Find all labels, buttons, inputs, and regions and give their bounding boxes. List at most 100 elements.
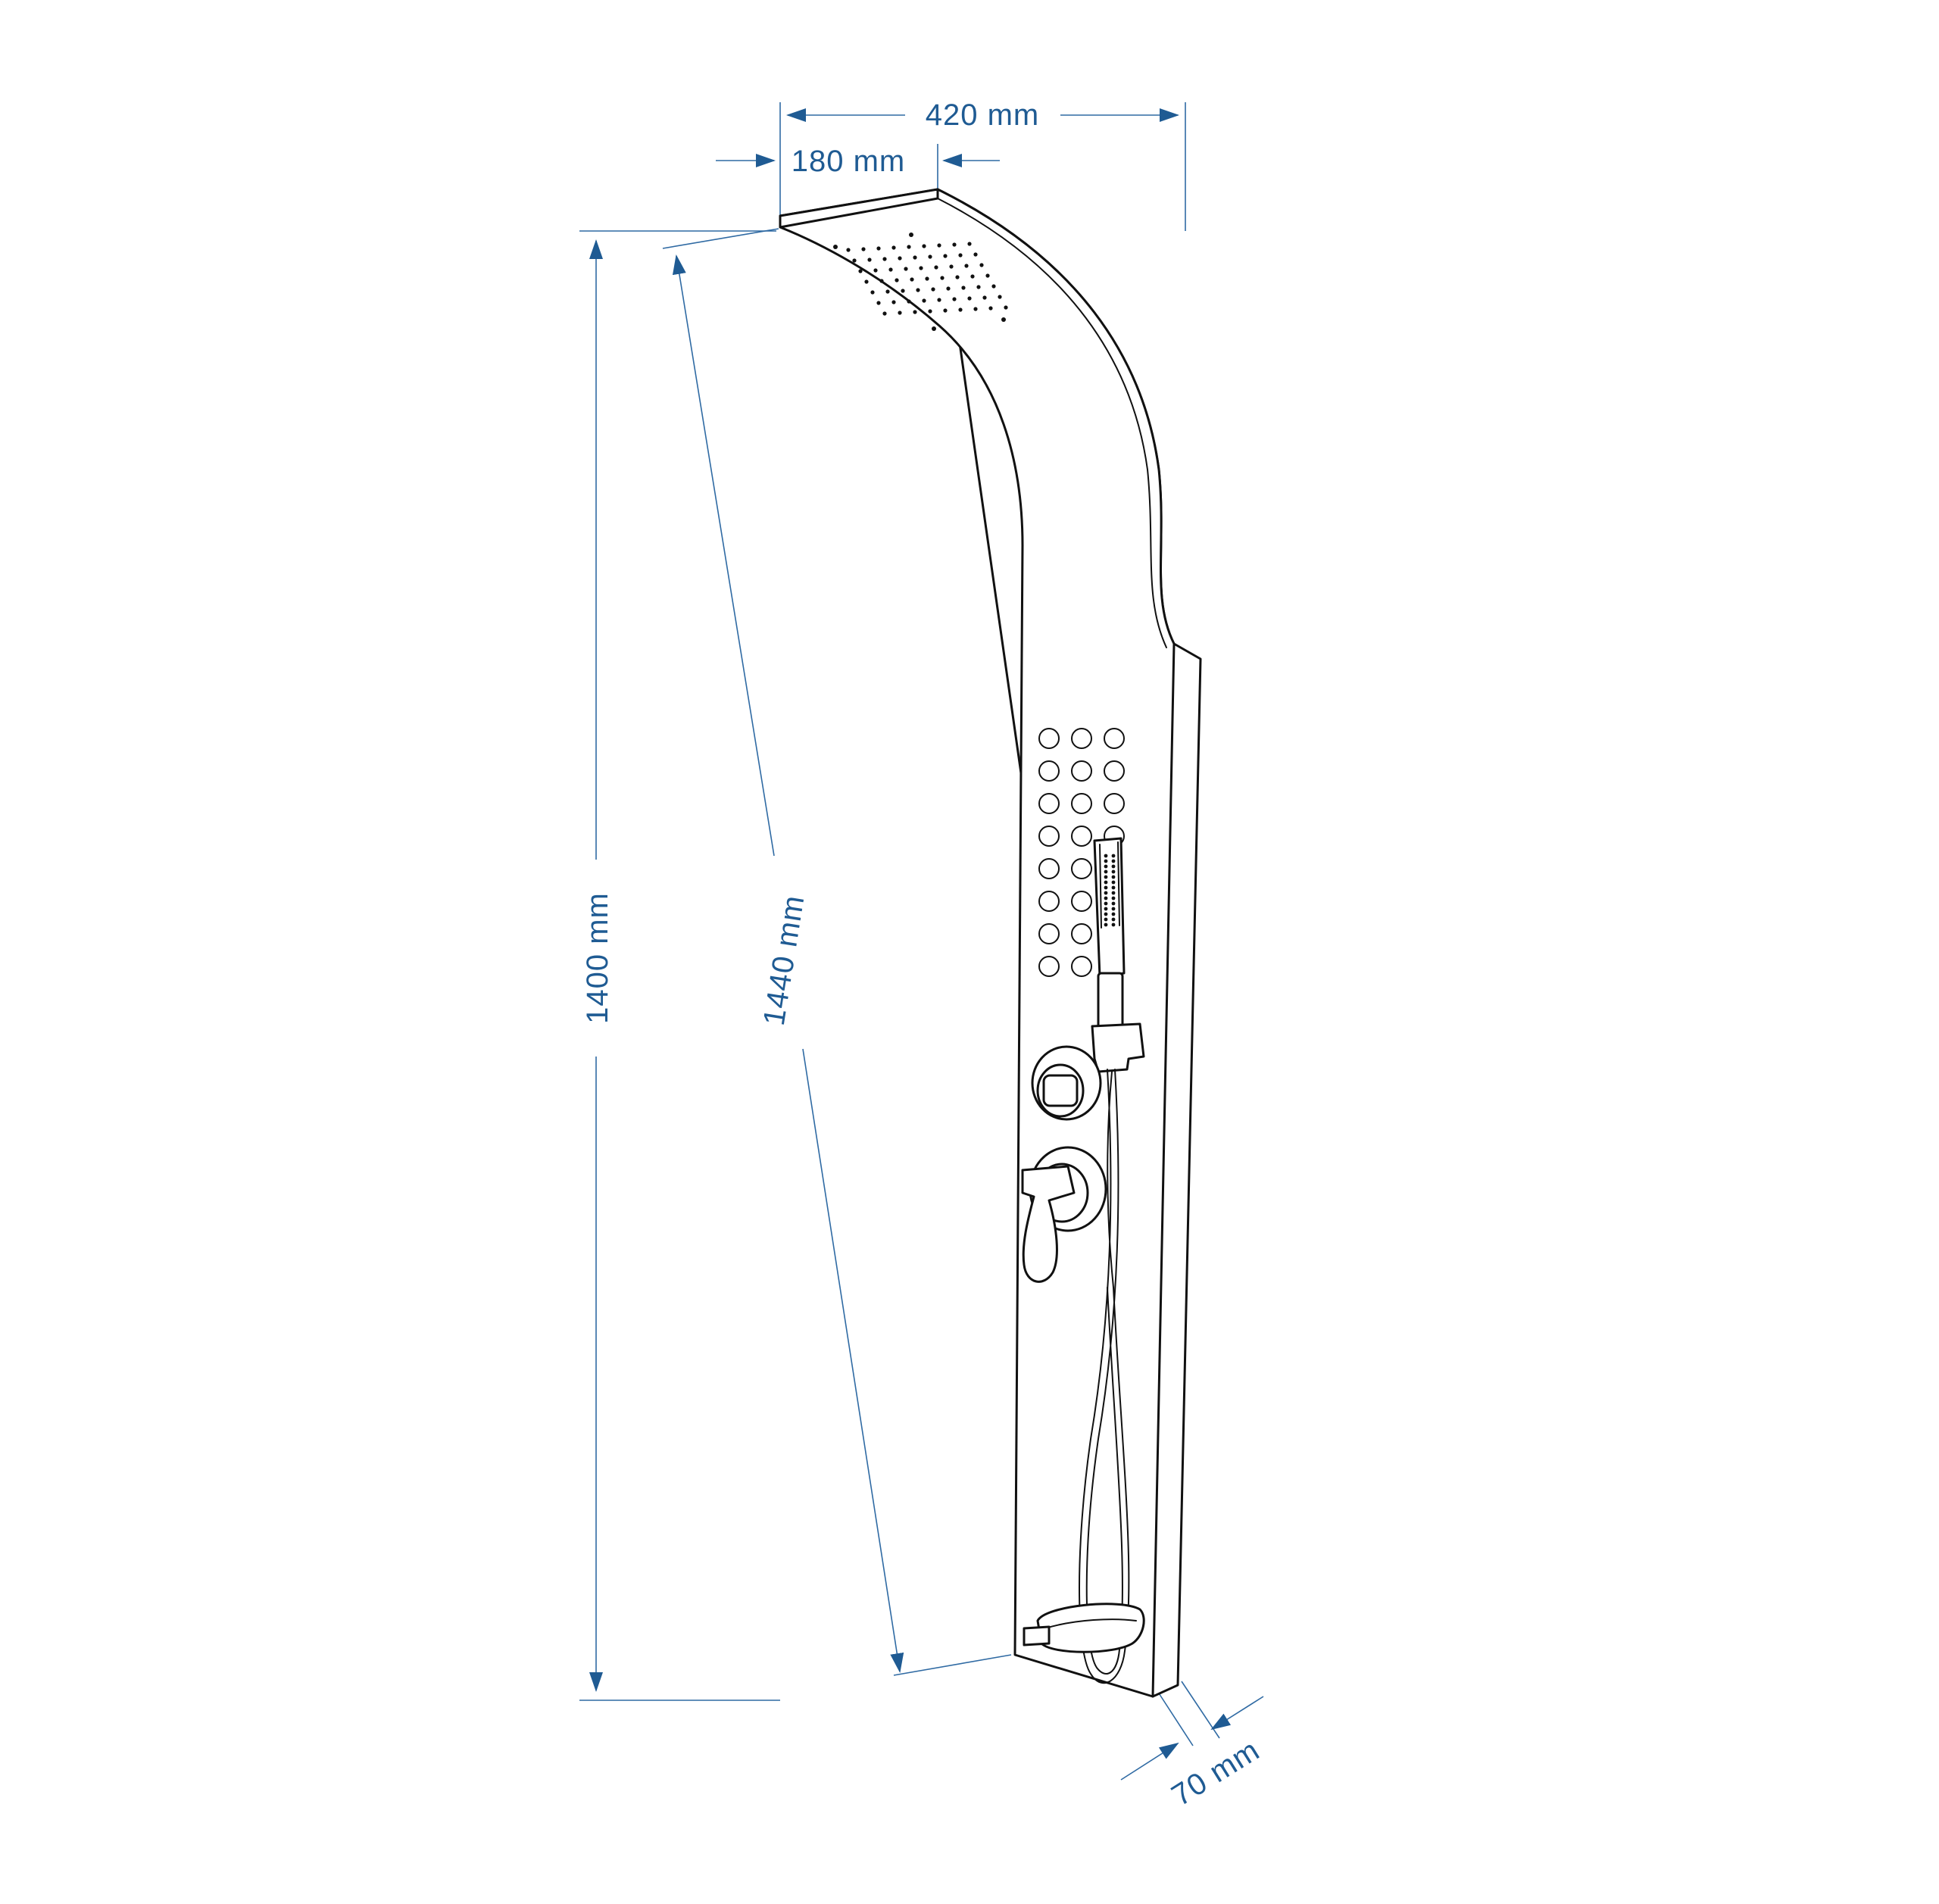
- rain-head-nozzle: [982, 295, 987, 300]
- hand-shower-hole: [1104, 864, 1108, 869]
- rain-head-nozzle: [973, 252, 978, 257]
- rain-head-nozzle: [928, 254, 932, 259]
- hand-shower-hole: [1104, 869, 1108, 874]
- rain-head-nozzle: [898, 256, 902, 261]
- rain-head-nozzle: [882, 311, 887, 316]
- rain-head-nozzle: [913, 310, 917, 314]
- hand-shower-hole: [1104, 859, 1108, 863]
- body-jet: [1104, 728, 1125, 749]
- rain-head-nozzle: [916, 288, 920, 292]
- hand-shower-hole: [1111, 912, 1116, 916]
- hand-shower-hole: [1111, 885, 1116, 890]
- rain-head-nozzle: [949, 264, 954, 269]
- rain-head-nozzle: [973, 307, 978, 311]
- panel-front-face: [779, 188, 1176, 1698]
- dimension-depth-label: 70 mm: [1166, 1734, 1265, 1813]
- hand-shower: [1091, 837, 1145, 1073]
- dimension-180-group: 180 mm: [716, 144, 1000, 189]
- rain-head-nozzle: [943, 308, 948, 313]
- rain-head-nozzle: [870, 290, 875, 295]
- rain-head-nozzle: [976, 285, 981, 289]
- hand-shower-hole: [1104, 922, 1108, 927]
- dimension-1440-group: 1440 mm: [662, 228, 1012, 1676]
- body-jet: [1071, 891, 1092, 912]
- rain-head-nozzle: [943, 254, 948, 258]
- body-jet: [1038, 858, 1060, 879]
- hand-shower-hole: [1111, 901, 1116, 906]
- body-jet: [1038, 956, 1060, 977]
- body-jet: [1104, 793, 1125, 814]
- mixer-lever: [1021, 1146, 1107, 1283]
- hand-shower-hole: [1104, 891, 1108, 895]
- hand-shower-hole: [1111, 891, 1116, 895]
- rain-head-nozzle: [925, 276, 929, 281]
- rain-head-nozzle: [904, 267, 908, 271]
- rain-head-nozzle: [895, 278, 899, 282]
- rain-head-nozzle: [907, 299, 911, 304]
- rain-head-nozzle: [970, 274, 975, 279]
- rain-head-nozzle: [952, 242, 957, 247]
- rain-head-nozzle: [946, 286, 951, 291]
- rain-head-nozzle: [873, 268, 878, 273]
- rain-head-nozzle: [952, 297, 957, 301]
- dimension-height-label: 1400 mm: [581, 892, 614, 1024]
- rain-head-nozzle: [891, 300, 896, 304]
- body-jet: [1071, 858, 1092, 879]
- rain-head-nozzle: [910, 277, 914, 282]
- hand-shower-hole: [1104, 885, 1108, 890]
- body-jet: [1071, 923, 1092, 944]
- rain-head-nozzle: [955, 275, 960, 279]
- body-jet: [1038, 826, 1060, 847]
- body-jet: [1038, 923, 1060, 944]
- rain-head-nozzle: [922, 244, 926, 248]
- dimension-total-width-label: 420 mm: [926, 98, 1040, 132]
- rain-head-nozzle: [919, 266, 923, 270]
- rain-head-nozzle: [852, 258, 857, 263]
- rain-head-nozzle: [888, 267, 893, 272]
- rain-head-nozzles: [833, 233, 1008, 331]
- body-jet: [1071, 793, 1092, 814]
- rain-head-nozzle: [1004, 305, 1008, 310]
- rain-head-nozzle: [958, 253, 963, 258]
- body-jet: [1038, 793, 1060, 814]
- rain-head-nozzle: [928, 309, 932, 314]
- hand-shower-hole: [1111, 864, 1116, 869]
- hand-shower-hole: [1111, 854, 1116, 858]
- hand-shower-hole: [1111, 859, 1116, 863]
- hand-shower-hole: [1111, 880, 1116, 885]
- hand-shower-holder: [1091, 1022, 1145, 1073]
- rain-head-nozzle: [967, 296, 972, 301]
- rain-head-nozzle: [967, 242, 972, 246]
- body-jet: [1104, 760, 1125, 782]
- body-jets: [1038, 728, 1125, 977]
- hand-shower-hole: [1104, 912, 1108, 916]
- rain-head-nozzle: [998, 295, 1002, 299]
- rain-head-nozzle: [937, 298, 941, 302]
- shower-panel: [779, 188, 1202, 1698]
- body-jet: [1038, 891, 1060, 912]
- hand-shower-hole: [1111, 875, 1116, 879]
- rain-head-nozzle: [991, 284, 996, 289]
- hand-shower-hole: [1111, 907, 1116, 911]
- bath-spout: [1023, 1625, 1051, 1646]
- rain-head-nozzle: [937, 243, 941, 248]
- rain-head-nozzle: [846, 248, 851, 252]
- rain-head-nozzle: [876, 301, 881, 305]
- rain-head-nozzle: [934, 265, 938, 270]
- dimension-1400-group: 1400 mm: [579, 230, 780, 1701]
- rain-head-nozzle: [940, 276, 945, 280]
- hand-shower-hole: [1104, 854, 1108, 858]
- rain-head-nozzle: [979, 263, 984, 267]
- hand-shower-hole: [1104, 896, 1108, 900]
- rain-head-nozzle: [861, 247, 866, 251]
- rain-head-nozzle: [922, 298, 926, 303]
- body-jet: [1038, 760, 1060, 782]
- hand-shower-hole: [1104, 875, 1108, 879]
- rain-head-nozzle: [864, 279, 869, 284]
- body-jet: [1071, 956, 1092, 977]
- rain-head-nozzle: [867, 258, 872, 262]
- rain-head-nozzle: [931, 287, 935, 292]
- hand-shower-hole: [1111, 896, 1116, 900]
- rain-head-nozzle: [907, 245, 911, 249]
- rain-head-nozzle: [961, 286, 966, 290]
